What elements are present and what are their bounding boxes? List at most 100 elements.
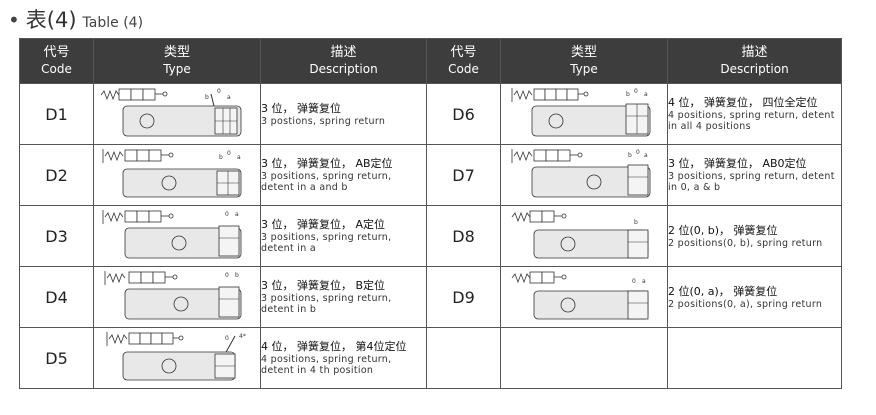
code-cell-empty: [426, 327, 501, 389]
table-row: D1 b 0 a: [19, 83, 842, 145]
position-4-label: 4*: [239, 333, 246, 340]
description-zh: 2 位(0, a)， 弹簧复位: [668, 284, 778, 298]
valve-diagram-cell: 0 a: [500, 266, 668, 328]
header-description-zh: 描述: [330, 45, 357, 60]
position-0-label: 0: [225, 335, 229, 342]
header-type-zh: 类型: [570, 45, 597, 60]
valve-schematic-icon: b 0 a: [511, 88, 651, 137]
valve-diagram-cell: b 0 a: [500, 83, 668, 145]
valve-schematic-icon: b 0 a: [102, 149, 242, 198]
description-zh: 4 位， 弹簧复位， 四位全定位: [668, 96, 818, 109]
heading-title-en: Table (4): [82, 15, 144, 31]
description-zh: 4 位， 弹簧复位， 第4位定位: [261, 340, 407, 353]
description-en: 3 positions, spring return, detent in 0,…: [668, 171, 835, 193]
description-en: 3 positions, spring return, detent in a …: [261, 171, 392, 193]
header-description-en: Description: [309, 62, 378, 76]
description-cell: 3 位， 弹簧复位， A定位 3 positions, spring retur…: [260, 205, 427, 267]
valve-diagram-cell: 0 a: [93, 205, 261, 267]
description-cell: 3 位， 弹簧复位， AB0定位 3 positions, spring ret…: [667, 144, 842, 206]
position-a-label: a: [235, 211, 239, 218]
description-en: 3 positions, spring return, detent in b: [261, 293, 392, 315]
table-heading: • 表(4) Table (4): [8, 4, 143, 34]
description-cell: 3 位， 弹簧复位， B定位 3 positions, spring retur…: [260, 266, 427, 328]
code-cell: D7: [426, 144, 501, 206]
valve-schematic-icon: 0 a: [102, 210, 242, 259]
position-a-label: a: [644, 91, 648, 98]
valve-schematic-icon: 0 4*: [106, 332, 246, 381]
description-zh: 3 位， 弹簧复位: [261, 101, 341, 115]
description-en: 4 positions, spring return, detent in al…: [668, 110, 835, 132]
position-b-label: b: [219, 154, 223, 161]
valve-schematic-icon: 0 b: [104, 271, 242, 320]
code-cell: D6: [426, 83, 501, 145]
valve-diagram-cell: b 0 a: [500, 144, 668, 206]
code-cell: D2: [19, 144, 94, 206]
description-cell: 4 位， 弹簧复位， 四位全定位 4 positions, spring ret…: [667, 83, 842, 145]
description-en: 2 positions(0, b), spring return: [668, 237, 823, 249]
description-en: 4 positions, spring return, detent in 4 …: [261, 354, 392, 376]
position-a-label: a: [227, 94, 231, 101]
description-cell: 3 位， 弹簧复位， AB定位 3 positions, spring retu…: [260, 144, 427, 206]
header-code-en: Code: [448, 62, 479, 76]
header-type-en: Type: [163, 62, 191, 76]
code-cell: D3: [19, 205, 94, 267]
description-en: 2 positions(0, a), spring return: [668, 298, 823, 310]
description-en: 3 postions, spring return: [261, 115, 386, 127]
description-cell-empty: [667, 327, 842, 389]
table-row: D2 b 0 a: [19, 144, 842, 206]
code-cell: D1: [19, 83, 94, 145]
table-row: D4 0 b 3 位，: [19, 266, 842, 328]
description-zh: 2 位(0, b)， 弹簧复位: [668, 223, 778, 237]
valve-schematic-icon: b: [511, 210, 649, 259]
valve-schematic-icon: b 0 a: [511, 149, 651, 198]
position-a-label: a: [237, 154, 241, 161]
description-cell: 2 位(0, b)， 弹簧复位 2 positions(0, b), sprin…: [667, 205, 842, 267]
position-0-label: 0: [634, 88, 638, 95]
position-a-label: a: [644, 152, 648, 159]
code-cell: D5: [19, 327, 94, 389]
position-b-label: b: [634, 219, 638, 226]
position-b-label: b: [205, 94, 209, 101]
code-cell: D4: [19, 266, 94, 328]
description-zh: 3 位， 弹簧复位， A定位: [261, 218, 386, 231]
code-cell: D8: [426, 205, 501, 267]
header-description: 描述 Description: [667, 38, 842, 84]
header-description: 描述 Description: [260, 38, 427, 84]
header-type-zh: 类型: [163, 45, 190, 60]
valve-diagram-cell: b 0 a: [93, 83, 261, 145]
position-0-label: 0: [632, 278, 636, 285]
header-description-zh: 描述: [741, 45, 768, 60]
description-cell: 3 位， 弹簧复位 3 postions, spring return: [260, 83, 427, 145]
description-zh: 3 位， 弹簧复位， AB定位: [261, 157, 393, 170]
header-description-en: Description: [720, 62, 789, 76]
table-row: D3 0 a 3 位，: [19, 205, 842, 267]
heading-bullet: •: [8, 8, 20, 32]
position-b-label: b: [235, 272, 239, 279]
position-b-label: b: [626, 91, 630, 98]
header-type: 类型 Type: [93, 38, 261, 84]
valve-schematic-icon: b 0 a: [100, 88, 242, 137]
position-b-label: b: [628, 152, 632, 159]
position-0-label: 0: [217, 88, 221, 95]
table-row: D5 0 4*: [19, 327, 842, 389]
description-cell: 4 位， 弹簧复位， 第4位定位 4 positions, spring ret…: [260, 327, 427, 389]
header-code-en: Code: [41, 62, 72, 76]
position-a-label: a: [642, 278, 646, 285]
valve-diagram-cell: 0 4*: [93, 327, 261, 389]
valve-diagram-cell: b: [500, 205, 668, 267]
code-cell: D9: [426, 266, 501, 328]
description-cell: 2 位(0, a)， 弹簧复位 2 positions(0, a), sprin…: [667, 266, 842, 328]
description-en: 3 positions, spring return, detent in a: [261, 232, 392, 254]
description-zh: 3 位， 弹簧复位， AB0定位: [668, 157, 807, 170]
position-0-label: 0: [227, 150, 231, 157]
heading-title-zh: 表(4): [25, 8, 77, 32]
valve-diagram-cell: 0 b: [93, 266, 261, 328]
valve-diagram-cell-empty: [500, 327, 668, 389]
valve-diagram-cell: b 0 a: [93, 144, 261, 206]
valve-schematic-icon: 0 a: [511, 271, 649, 320]
